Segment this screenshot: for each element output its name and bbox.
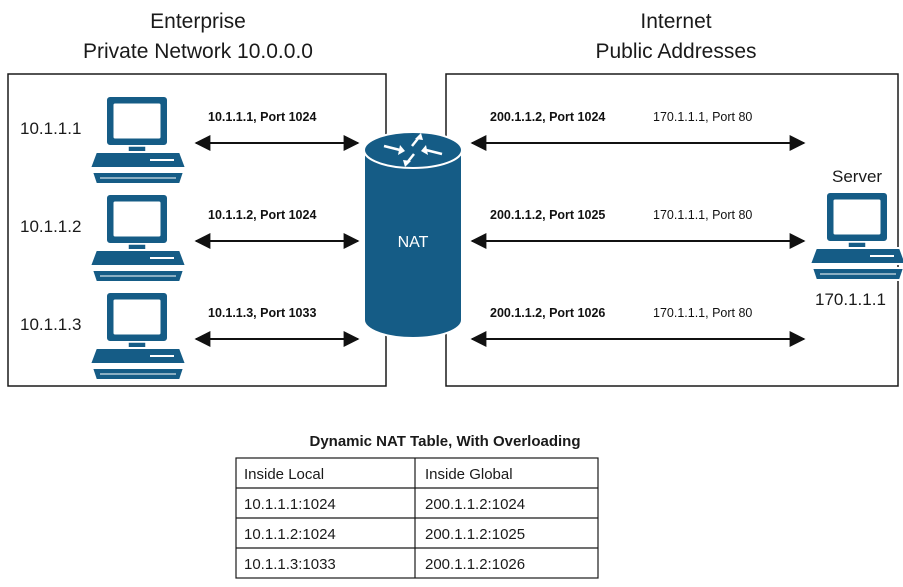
nat-table-title: Dynamic NAT Table, With Overloading bbox=[309, 433, 580, 450]
server-title: Server bbox=[832, 167, 882, 186]
table-cell: 200.1.1.2:1025 bbox=[425, 526, 525, 543]
server-address: 170.1.1.1 bbox=[815, 290, 886, 309]
internet-subtitle: Public Addresses bbox=[595, 40, 756, 63]
nat-table: Inside Local Inside Global 10.1.1.1:1024… bbox=[235, 457, 599, 579]
nat-label: NAT bbox=[398, 234, 429, 251]
inside-link-label: 10.1.1.3, Port 1033 bbox=[208, 306, 316, 320]
inside-link-label: 10.1.1.1, Port 1024 bbox=[208, 110, 316, 124]
table-cell: 10.1.1.2:1024 bbox=[244, 526, 336, 543]
enterprise-title: Enterprise bbox=[150, 10, 246, 33]
internet-title: Internet bbox=[640, 10, 711, 33]
table-cell: 10.1.1.3:1033 bbox=[244, 556, 336, 573]
outside-link-src: 200.1.1.2, Port 1024 bbox=[490, 110, 605, 124]
outside-link-src: 200.1.1.2, Port 1025 bbox=[490, 208, 605, 222]
table-cell: 200.1.1.2:1024 bbox=[425, 496, 525, 513]
nat-router-icon bbox=[363, 131, 463, 339]
computer-icon bbox=[89, 291, 187, 381]
computer-icon bbox=[89, 193, 187, 283]
outside-link-src: 200.1.1.2, Port 1026 bbox=[490, 306, 605, 320]
table-header: Inside Global bbox=[425, 466, 513, 483]
table-cell: 10.1.1.1:1024 bbox=[244, 496, 336, 513]
server-computer-icon bbox=[809, 191, 903, 281]
inside-link-label: 10.1.1.2, Port 1024 bbox=[208, 208, 316, 222]
computer-icon bbox=[89, 95, 187, 185]
host-label: 10.1.1.2 bbox=[20, 217, 81, 236]
outside-link-dst: 170.1.1.1, Port 80 bbox=[653, 208, 752, 222]
table-header: Inside Local bbox=[244, 466, 324, 483]
table-cell: 200.1.1.2:1026 bbox=[425, 556, 525, 573]
enterprise-subtitle: Private Network 10.0.0.0 bbox=[83, 40, 313, 63]
outside-link-dst: 170.1.1.1, Port 80 bbox=[653, 110, 752, 124]
outside-link-dst: 170.1.1.1, Port 80 bbox=[653, 306, 752, 320]
host-label: 10.1.1.1 bbox=[20, 119, 81, 138]
host-label: 10.1.1.3 bbox=[20, 315, 81, 334]
